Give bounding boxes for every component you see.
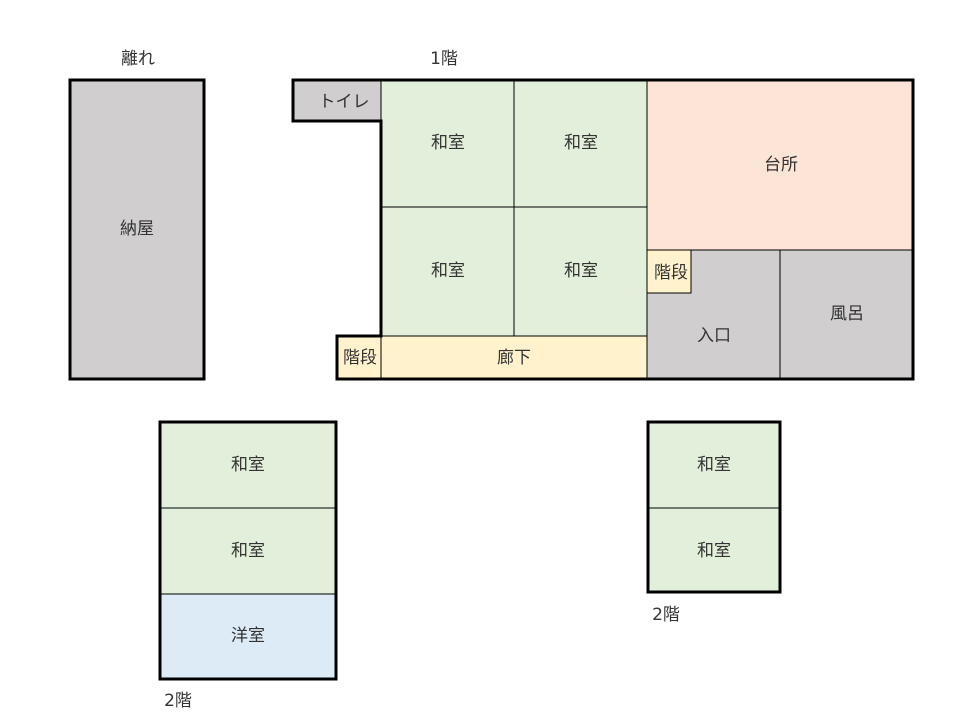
kitchen-label: 台所 [764, 155, 798, 175]
right2-washitsu-room-b [647, 507, 781, 593]
first-floor-outline [291, 78, 915, 381]
storehouse-room [68, 78, 206, 381]
first-floor-caption: 1階 [430, 49, 458, 69]
stairs-upper-label: 階段 [654, 263, 688, 283]
right2-outline [646, 420, 782, 594]
washitsu-label-a: 和室 [431, 133, 465, 153]
toilet-room [292, 79, 382, 122]
entrance-label: 入口 [697, 326, 731, 346]
kitchen-room [646, 79, 914, 251]
toilet-label: トイレ [319, 92, 370, 112]
right2-washitsu-label-b: 和室 [697, 541, 731, 561]
washitsu-label-d: 和室 [564, 261, 598, 281]
washitsu-label-c: 和室 [431, 261, 465, 281]
left2-washitsu-label-a: 和室 [231, 455, 265, 475]
stairs-upper-room [646, 249, 692, 294]
storehouse-label: 納屋 [120, 219, 154, 239]
washitsu-room-c [380, 206, 515, 337]
left2-washitsu-label-b: 和室 [231, 541, 265, 561]
second-floor-left-caption: 2階 [164, 691, 192, 711]
washitsu-room-b [513, 79, 648, 208]
bath-label: 風呂 [830, 304, 864, 324]
corridor-label: 廊下 [497, 348, 531, 368]
stairs-lower-label: 階段 [343, 348, 377, 368]
left2-washitsu-room-b [159, 507, 337, 595]
left2-western-room [159, 593, 337, 680]
right2-washitsu-label-a: 和室 [697, 455, 731, 475]
left2-outline [158, 420, 338, 681]
second-floor-right-caption: 2階 [652, 605, 680, 625]
left2-western-label: 洋室 [231, 626, 265, 646]
corridor-room [380, 335, 648, 380]
washitsu-room-d [513, 206, 648, 337]
annex-caption: 離れ [121, 49, 155, 69]
washitsu-label-b: 和室 [564, 133, 598, 153]
